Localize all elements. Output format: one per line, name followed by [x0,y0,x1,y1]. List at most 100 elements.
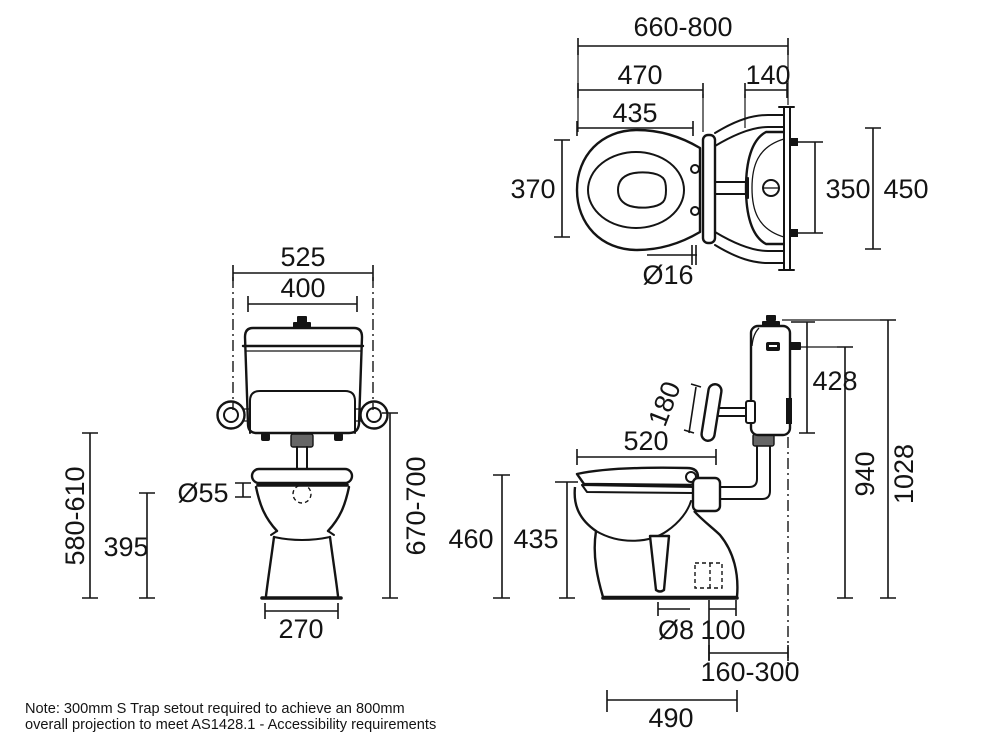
dim-label: 370 [510,174,555,204]
front-seat [250,467,354,485]
dim-top-cistern-depth: 140 [744,60,791,128]
front-flush-button-top [297,316,307,323]
front-bowl-right [326,485,351,533]
dim-label: 1028 [889,444,919,504]
side-hidden-trap [694,562,723,589]
dim-front-cistern-width: 400 [247,273,358,312]
dim-side-seat-depth: 520 [576,426,717,465]
front-pedestal-left [264,535,276,598]
dim-front-overall-width: 525 [232,242,374,410]
dim-front-base-width: 270 [264,603,339,644]
plan-rail-tube-bottom [714,231,785,264]
plan-rail-tube-top [714,114,785,147]
side-flush-button-top [766,315,776,321]
dim-label: 395 [103,532,148,562]
dim-side-lever-length: 180 [643,377,702,434]
dim-label: 660-800 [633,12,732,42]
dim-label: 100 [700,615,745,645]
dim-label: 450 [883,174,928,204]
plan-hinge-bolt-top [690,164,700,174]
side-lever-paddle [700,383,723,442]
dim-top-seat-to-wall: 470 [577,60,704,132]
dim-label: 180 [643,377,687,430]
front-cistern-body [243,326,364,435]
dim-side-setout-range: 160-300 [700,645,800,687]
dim-top-bracket-height: 450 [865,127,929,250]
dim-front-height-low: 580-610 [60,432,98,599]
side-spigot-block [691,476,722,513]
dim-side-pan-projection: 490 [606,690,738,733]
dim-front-height-high: 670-700 [382,412,431,599]
dim-label: 428 [812,366,857,396]
front-cistern-panel [249,390,356,434]
front-pedestal-right [328,535,340,598]
side-flush-pipe [719,445,771,500]
dim-side-inlet-height: 940 [837,346,880,599]
dim-label: Ø8 [658,615,694,645]
dim-side-seat-height: 460 [448,474,510,599]
dim-label: Ø16 [642,260,693,290]
plan-bowl-opening [617,171,667,209]
dim-label: 270 [278,614,323,644]
dim-side-pan-height: 435 [513,481,578,599]
dim-top-seat-width: 370 [510,139,570,238]
side-view: 520 180 428 460 435 940 1028 Ø8 [448,315,919,733]
front-view: 525 400 Ø55 395 580-610 670-700 270 [60,242,431,644]
front-flush-pipe [296,446,308,469]
plan-seat-outer [575,128,702,252]
note: Note: 300mm S Trap setout required to ac… [25,701,436,733]
front-pipe-coupling [290,433,314,448]
dim-side-outlet-offset: 100 [700,600,746,660]
dim-front-bowl-height: 395 [103,492,155,599]
side-bowl-underside [595,500,692,542]
side-lid [575,466,700,487]
front-hidden-inlet-circle [292,484,312,504]
dim-label: 580-610 [60,466,90,565]
dim-label: 435 [513,524,558,554]
dim-label: 160-300 [700,657,799,687]
dim-label: 670-700 [401,456,431,555]
side-cistern-front-curve [751,327,760,347]
front-handle-left [216,400,249,430]
side-seat [581,484,695,494]
dim-side-overall-height: 1028 [880,319,919,599]
dim-label: 940 [850,451,880,496]
plan-fixing-lug-top [790,138,798,146]
plan-wall-plate [778,106,795,271]
dim-top-seat-length: 435 [576,98,694,136]
dim-label: 435 [612,98,657,128]
side-lever-bracket [745,400,756,424]
plan-cistern-inner-line [751,138,785,238]
dim-label: Ø55 [177,478,228,508]
dim-label: 470 [617,60,662,90]
dim-top-hinge-pin: Ø16 [642,245,697,290]
dim-top-bolt-centres: 350 [798,141,871,234]
side-flush-button-base [762,321,780,327]
side-trap-funnel [648,534,671,593]
front-handle-right [356,400,389,430]
dim-label: 525 [280,242,325,272]
front-cistern-clip-left [261,433,270,441]
plan-fixing-lug-bottom [790,229,798,237]
dim-label: 490 [648,703,693,733]
plan-seat-inner-ring [587,151,685,229]
plan-hinge-bolt-bottom [690,206,700,216]
note-line-1: Note: 300mm S Trap setout required to ac… [25,701,405,717]
note-line-2: overall projection to meet AS1428.1 - Ac… [25,717,436,733]
front-bowl-left [254,485,279,533]
dim-label: 520 [623,426,668,456]
dim-label: 350 [825,174,870,204]
dim-label: 140 [745,60,790,90]
plan-hinge-plate [701,133,717,245]
side-inlet-nub [790,342,801,350]
plan-support-arm [714,177,749,199]
dim-label: 460 [448,524,493,554]
front-bowl-joint [270,530,335,541]
front-flush-button-base [293,322,311,329]
dim-top-overall-depth: 660-800 [577,12,789,132]
dim-side-fixing-hole: Ø8 [657,602,694,645]
front-cistern-clip-right [334,433,343,441]
dim-side-cistern-height: 428 [791,321,858,434]
